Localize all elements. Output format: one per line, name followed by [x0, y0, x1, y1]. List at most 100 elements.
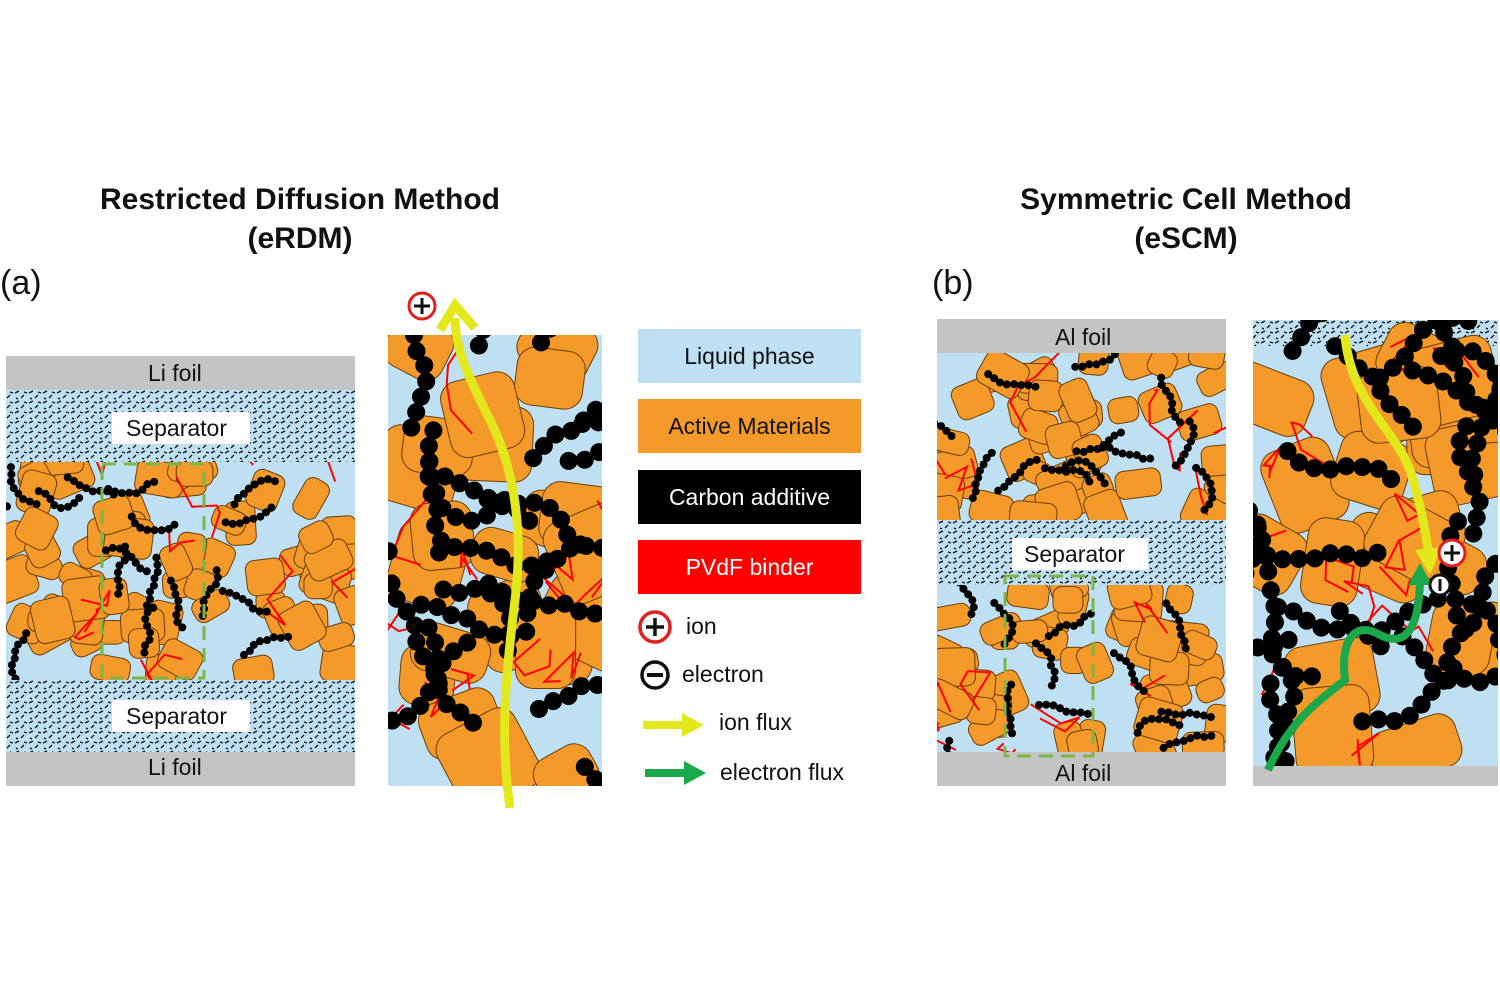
carbon-additive-particle: [1442, 637, 1461, 656]
binder-strand: [1030, 703, 1081, 733]
binder-strand: [1129, 674, 1166, 697]
carbon-additive-particle: [284, 632, 293, 641]
carbon-additive-particle: [1171, 412, 1180, 421]
carbon-additive-particle: [619, 803, 637, 821]
carbon-additive-particle: [1400, 706, 1419, 725]
carbon-additive-particle: [1471, 599, 1490, 618]
carbon-additive-particle: [256, 512, 265, 521]
carbon-additive-particle: [1047, 681, 1056, 690]
carbon-additive-particle: [131, 558, 140, 567]
carbon-additive-particle: [419, 436, 438, 455]
carbon-additive-particle: [1106, 355, 1115, 364]
carbon-additive-particle: [1175, 418, 1184, 427]
carbon-additive-particle: [1010, 380, 1019, 389]
carbon-additive-particle: [576, 536, 595, 555]
carbon-additive-particle: [1189, 423, 1198, 432]
carbon-additive-particle: [1316, 273, 1334, 291]
carbon-additive-particle: [984, 370, 993, 379]
carbon-additive-particle: [174, 604, 183, 613]
carbon-additive-particle: [492, 548, 511, 567]
carbon-additive-particle: [1044, 632, 1053, 641]
carbon-additive-particle: [1259, 562, 1278, 581]
carbon-additive-particle: [1078, 362, 1087, 371]
carbon-additive-particle: [32, 500, 41, 509]
carbon-additive-particle: [239, 650, 248, 659]
active-material-particle: [29, 595, 76, 645]
carbon-additive-particle: [987, 448, 996, 457]
carbon-additive-particle: [1451, 624, 1470, 643]
carbon-additive-particle: [368, 553, 386, 571]
carbon-additive-particle: [142, 567, 151, 576]
carbon-additive-particle: [1086, 445, 1095, 454]
carbon-additive-particle: [968, 494, 977, 503]
carbon-additive-particle: [1175, 616, 1184, 625]
carbon-additive-particle: [1166, 392, 1175, 401]
carbon-additive-particle: [269, 633, 278, 642]
carbon-additive-particle: [173, 617, 182, 626]
carbon-additive-particle: [1207, 486, 1216, 495]
carbon-additive-particle: [956, 585, 964, 587]
binder-strand: [266, 554, 294, 627]
carbon-additive-particle: [1110, 649, 1119, 658]
carbon-additive-particle: [1189, 430, 1198, 439]
carbon-additive-particle: [1278, 442, 1297, 461]
carbon-additive-particle: [1006, 714, 1015, 723]
carbon-additive-particle: [256, 637, 265, 646]
carbon-additive-particle: [1181, 644, 1190, 653]
carbon-additive-particle: [130, 519, 139, 528]
carbon-additive-particle: [388, 542, 398, 561]
carbon-additive-particle: [415, 356, 434, 375]
carbon-additive-particle: [1473, 583, 1492, 602]
carbon-additive-particle: [597, 785, 602, 786]
carbon-additive-particle: [1069, 708, 1078, 717]
carbon-additive-particle: [1008, 729, 1017, 738]
legend-electron-label: electron: [682, 661, 764, 687]
carbon-additive-particle: [1467, 395, 1486, 414]
binder-strand: [937, 680, 952, 725]
carbon-additive-particle: [1472, 418, 1491, 437]
carbon-additive-particle: [157, 526, 166, 535]
carbon-additive-particle: [570, 602, 589, 621]
carbon-additive-particle: [1049, 701, 1058, 710]
carbon-additive-particle: [1128, 669, 1137, 678]
carbon-additive-particle: [6, 477, 15, 486]
carbon-additive-particle: [1386, 612, 1405, 631]
carbon-additive-particle: [1002, 380, 1011, 389]
carbon-additive-particle: [212, 566, 221, 575]
carbon-additive-particle: [218, 586, 227, 595]
carbon-additive-particle: [1132, 451, 1141, 460]
carbon-additive-particle: [19, 495, 28, 504]
binder-strand: [330, 567, 355, 599]
carbon-additive-particle: [1404, 334, 1423, 353]
carbon-additive-particle: [1316, 320, 1328, 323]
carbon-additive-particle: [916, 418, 924, 426]
carbon-additive-particle: [500, 248, 518, 266]
carbon-additive-particle: [1369, 459, 1388, 478]
carbon-additive-particle: [1111, 447, 1120, 456]
carbon-additive-particle: [1405, 638, 1424, 657]
carbon-additive-particle: [56, 504, 65, 513]
carbon-additive-particle: [221, 518, 230, 527]
carbon-additive-particle: [1019, 462, 1028, 471]
carbon-additive-particle: [1171, 610, 1180, 619]
carbon-additive-particle: [1326, 337, 1345, 356]
carbon-additive-particle: [540, 498, 559, 517]
carbon-additive-particle: [34, 487, 43, 496]
carbon-additive-particle: [1261, 581, 1280, 600]
active-material-particle: [1066, 729, 1099, 752]
carbon-additive-particle: [1157, 373, 1166, 382]
carbon-additive-particle: [1035, 700, 1044, 709]
carbon-additive-particle: [1261, 674, 1280, 693]
carbon-additive-particle: [1040, 464, 1049, 473]
carbon-additive-particle: [477, 506, 496, 525]
carbon-additive-particle: [170, 520, 179, 529]
binder-strand: [459, 548, 479, 580]
carbon-additive-particle: [1135, 721, 1144, 730]
legend-electron-flux-arrow: [645, 761, 706, 785]
carbon-additive-particle: [1061, 462, 1070, 471]
carbon-additive-particle: [1081, 457, 1090, 466]
carbon-additive-particle: [1062, 621, 1071, 630]
carbon-additive-particle: [619, 681, 637, 699]
active-material-particle: [1052, 586, 1084, 614]
